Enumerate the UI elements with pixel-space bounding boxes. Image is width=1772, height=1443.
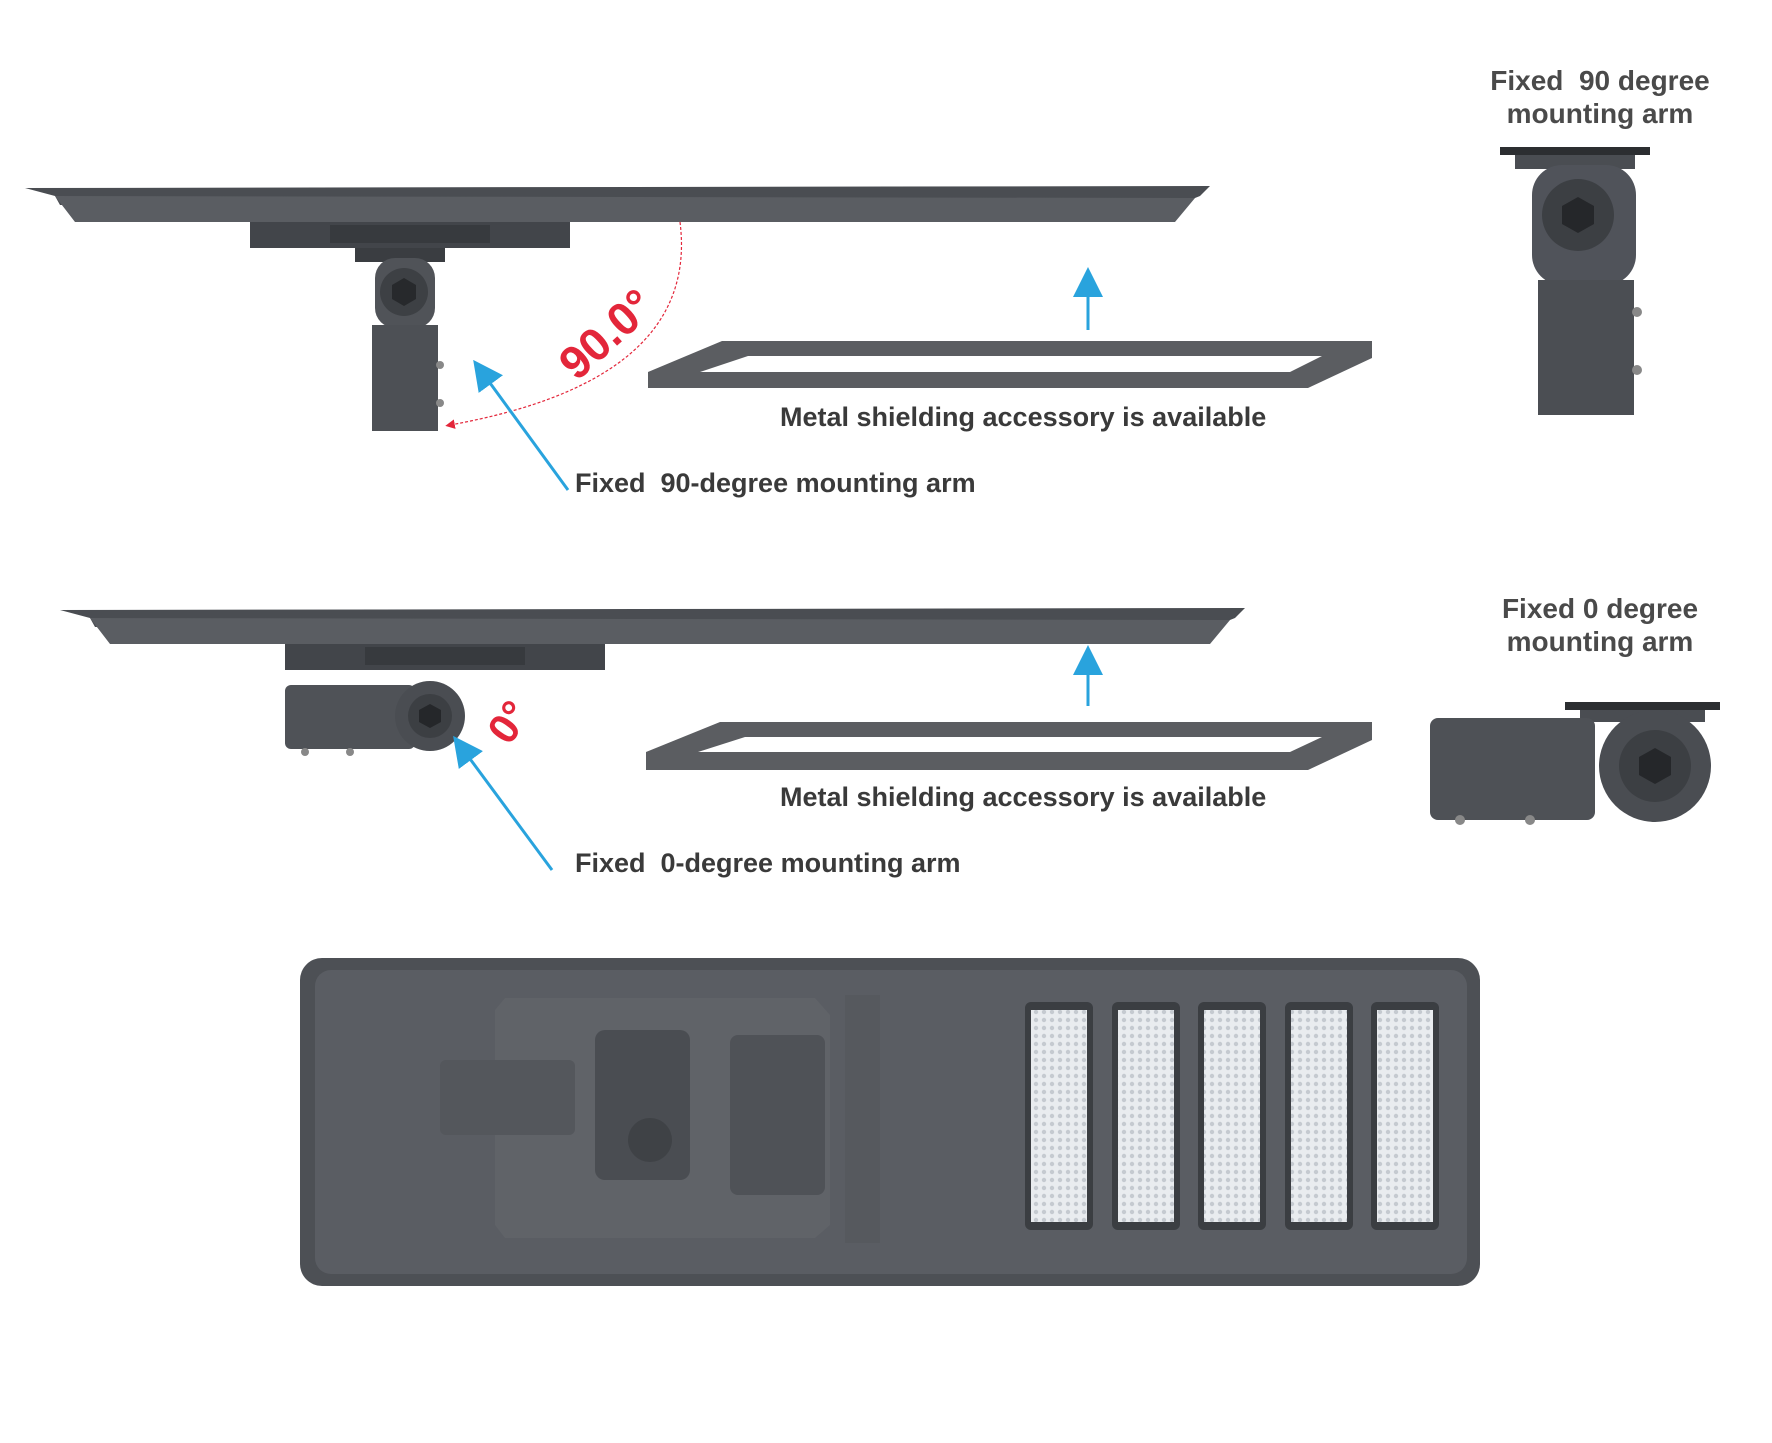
led-modules: [1025, 1002, 1439, 1230]
shield-caption-bottom: Metal shielding accessory is available: [780, 782, 1267, 812]
lamp-bottom-view: [300, 958, 1480, 1286]
led-module: [1198, 1002, 1266, 1230]
led-module: [1025, 1002, 1093, 1230]
side-90-arm-view: [1500, 147, 1650, 415]
side-top-caption-line2: mounting arm: [1506, 98, 1694, 129]
side-bottom-caption-line2: mounting arm: [1506, 626, 1694, 657]
top-mounting-arm: [372, 258, 444, 431]
bottom-lamp-side-view: [60, 608, 1245, 670]
led-module: [1112, 1002, 1180, 1230]
led-module: [1285, 1002, 1353, 1230]
top-lamp-side-view: [25, 186, 1210, 262]
angle-arc-90: [445, 221, 682, 429]
side-top-caption: Fixed 90 degree mounting arm: [1480, 64, 1720, 130]
arm-caption-top: Fixed 90-degree mounting arm: [575, 468, 976, 498]
side-bottom-caption-line1: Fixed 0 degree: [1501, 593, 1699, 624]
bottom-mounting-arm: [285, 681, 465, 756]
bottom-arm-pointer-arrow: [453, 735, 554, 871]
led-module: [1371, 1002, 1439, 1230]
side-bottom-caption: Fixed 0 degree mounting arm: [1480, 592, 1720, 658]
top-arm-pointer-arrow: [473, 359, 570, 491]
side-0-arm-view: [1430, 702, 1720, 825]
side-top-caption-line1: Fixed 90 degree: [1490, 65, 1710, 96]
shield-caption-top: Metal shielding accessory is available: [780, 402, 1267, 432]
arm-caption-bottom: Fixed 0-degree mounting arm: [575, 848, 961, 878]
